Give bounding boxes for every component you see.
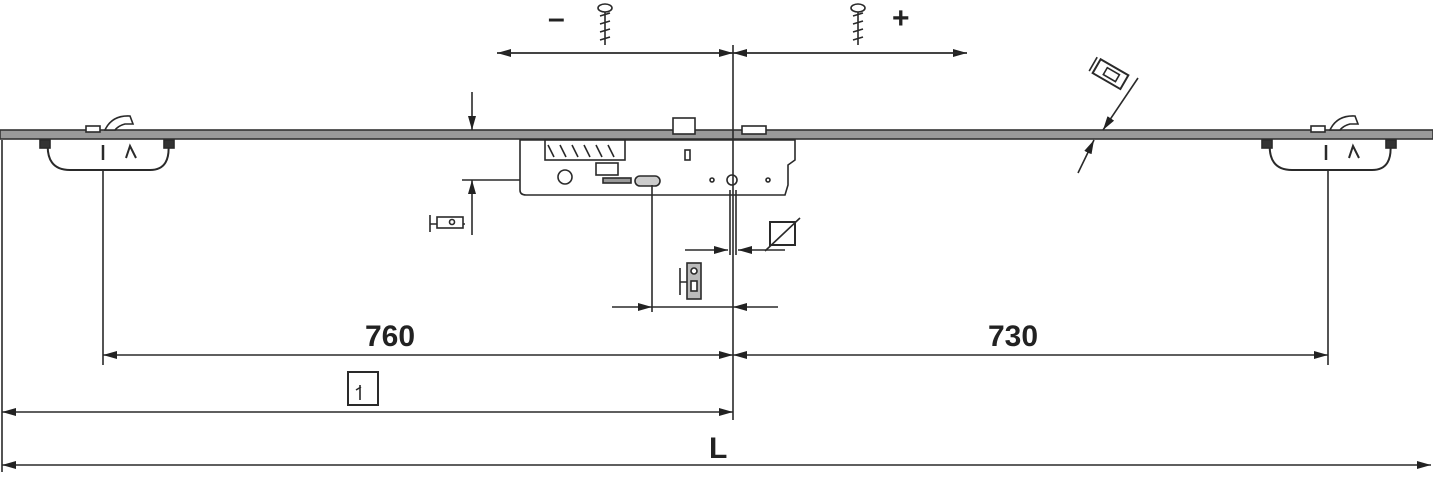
handle-cylinder-icon bbox=[679, 262, 702, 300]
faceplate-thickness-dimension bbox=[1077, 56, 1139, 174]
plus-label: + bbox=[892, 2, 910, 35]
right-hook-bolt bbox=[1261, 115, 1397, 171]
total-length-label: L bbox=[709, 432, 728, 465]
dimension-730-label: 730 bbox=[988, 320, 1039, 353]
dimension-760-label: 760 bbox=[365, 320, 416, 353]
left-hook-bolt bbox=[39, 115, 175, 171]
door-height-icon bbox=[347, 371, 379, 406]
lock-case bbox=[519, 117, 796, 196]
screw-icon-right bbox=[850, 3, 866, 45]
backset-icon bbox=[429, 215, 465, 232]
square-spindle-icon bbox=[764, 217, 801, 252]
minus-label: – bbox=[548, 2, 565, 35]
screw-icon-left bbox=[597, 3, 613, 45]
faceplate-bar bbox=[0, 129, 1433, 140]
